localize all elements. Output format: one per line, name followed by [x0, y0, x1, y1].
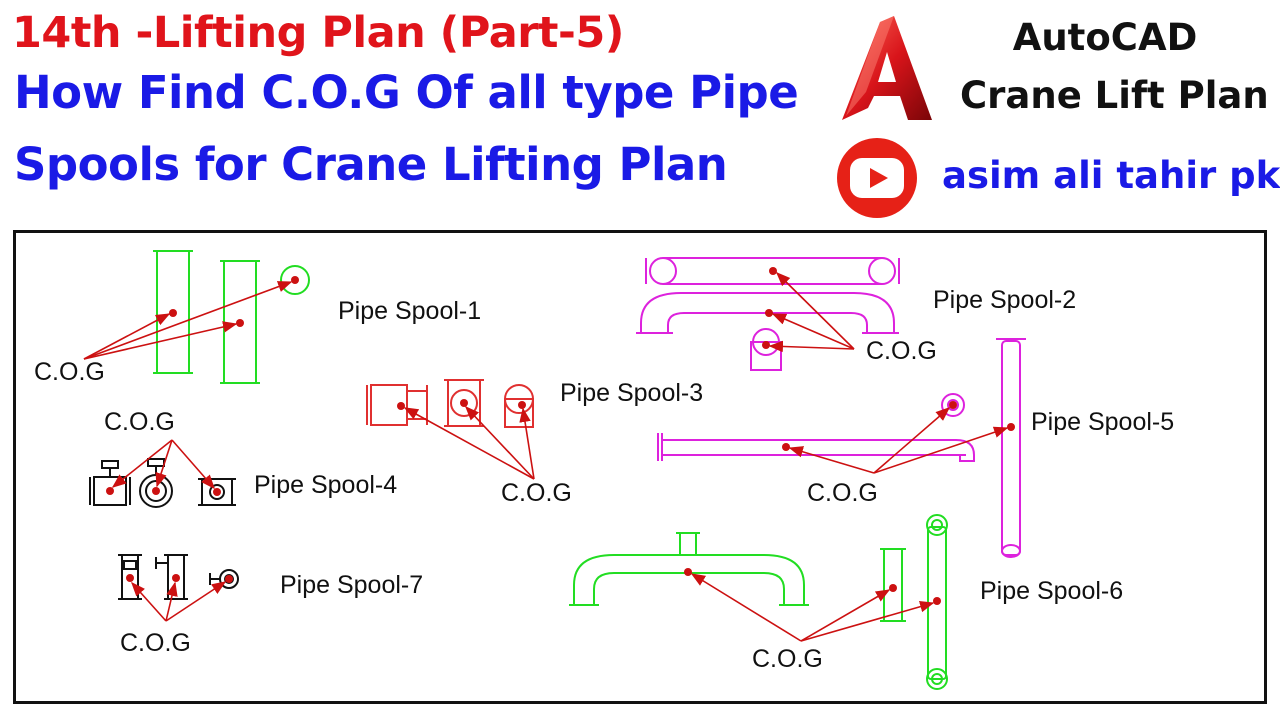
title-line-2: Spools for Crane Lifting Plan	[14, 138, 728, 191]
pipe-spool-3	[366, 379, 534, 428]
cog-markers-4	[106, 487, 221, 496]
pipe-spool-7-label: Pipe Spool-7	[280, 571, 423, 599]
drawing-panel: Pipe Spool-1 C.O.G Pipe Spool-2 C.O.G	[13, 230, 1267, 704]
autocad-logo-icon	[842, 16, 932, 120]
cog-leaders-5	[788, 407, 1009, 474]
youtube-icon	[837, 138, 917, 218]
cog-leaders-3	[403, 405, 535, 480]
title-part: 14th -Lifting Plan (Part-5)	[12, 8, 624, 58]
cog-markers-3	[397, 399, 526, 410]
pipe-spool-5-label: Pipe Spool-5	[1031, 408, 1174, 436]
pipe-spool-1	[153, 250, 310, 384]
cog-label-6: C.O.G	[752, 645, 823, 673]
cog-markers-6	[684, 568, 941, 605]
pipe-spool-6-label: Pipe Spool-6	[980, 577, 1123, 605]
cog-label-3: C.O.G	[501, 479, 572, 507]
cog-markers-5	[782, 401, 1015, 451]
pipe-spool-drawing: Pipe Spool-1 C.O.G Pipe Spool-2 C.O.G	[34, 250, 1174, 690]
app-name: AutoCAD	[1012, 16, 1198, 59]
cog-leaders-4	[111, 439, 215, 490]
pipe-spool-3-label: Pipe Spool-3	[560, 379, 703, 407]
cog-markers-7	[126, 574, 233, 583]
pipe-spool-1-label: Pipe Spool-1	[338, 297, 481, 325]
channel-name: asim ali tahir pk	[942, 154, 1280, 197]
cog-leaders-6	[690, 573, 935, 642]
pipe-spool-5	[657, 338, 1026, 558]
cog-leaders-1	[83, 281, 293, 360]
cog-markers-2	[762, 267, 777, 349]
cog-leaders-7	[131, 581, 227, 622]
cog-label-1: C.O.G	[34, 358, 105, 386]
pipe-spool-7	[118, 554, 239, 600]
cog-markers-1	[169, 276, 299, 327]
pipe-spool-2-label: Pipe Spool-2	[933, 286, 1076, 314]
cog-leaders-2	[768, 271, 855, 353]
cog-label-5: C.O.G	[807, 479, 878, 507]
pipe-spool-4-label: Pipe Spool-4	[254, 471, 397, 499]
cog-label-4: C.O.G	[104, 408, 175, 436]
cog-label-2: C.O.G	[866, 337, 937, 365]
app-subtitle: Crane Lift Plan	[960, 74, 1269, 117]
cog-label-7: C.O.G	[120, 629, 191, 657]
title-line-1: How Find C.O.G Of all type Pipe	[14, 66, 799, 119]
